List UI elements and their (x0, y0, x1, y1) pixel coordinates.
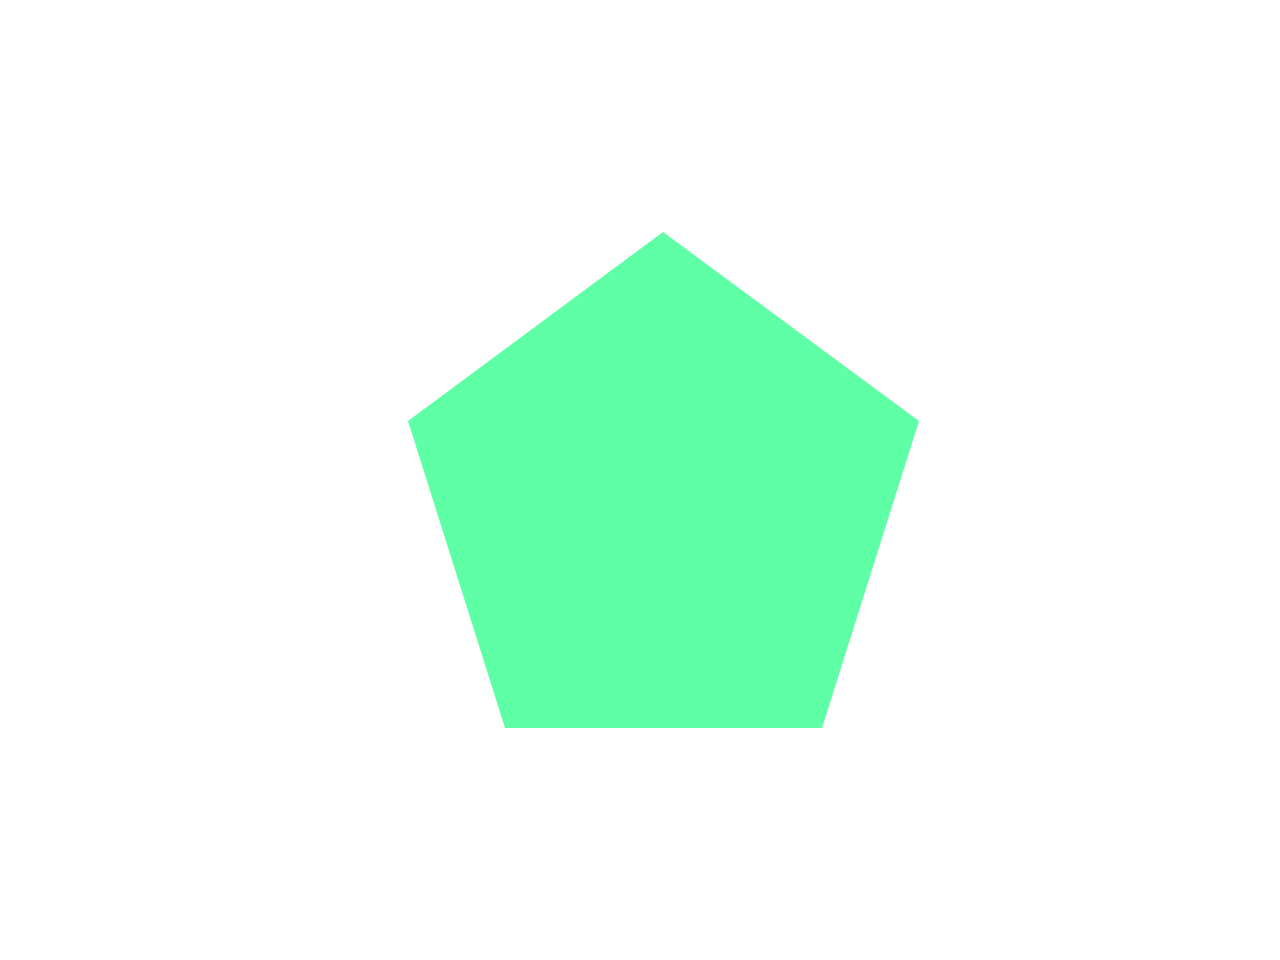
pentagon-shape (408, 232, 919, 728)
